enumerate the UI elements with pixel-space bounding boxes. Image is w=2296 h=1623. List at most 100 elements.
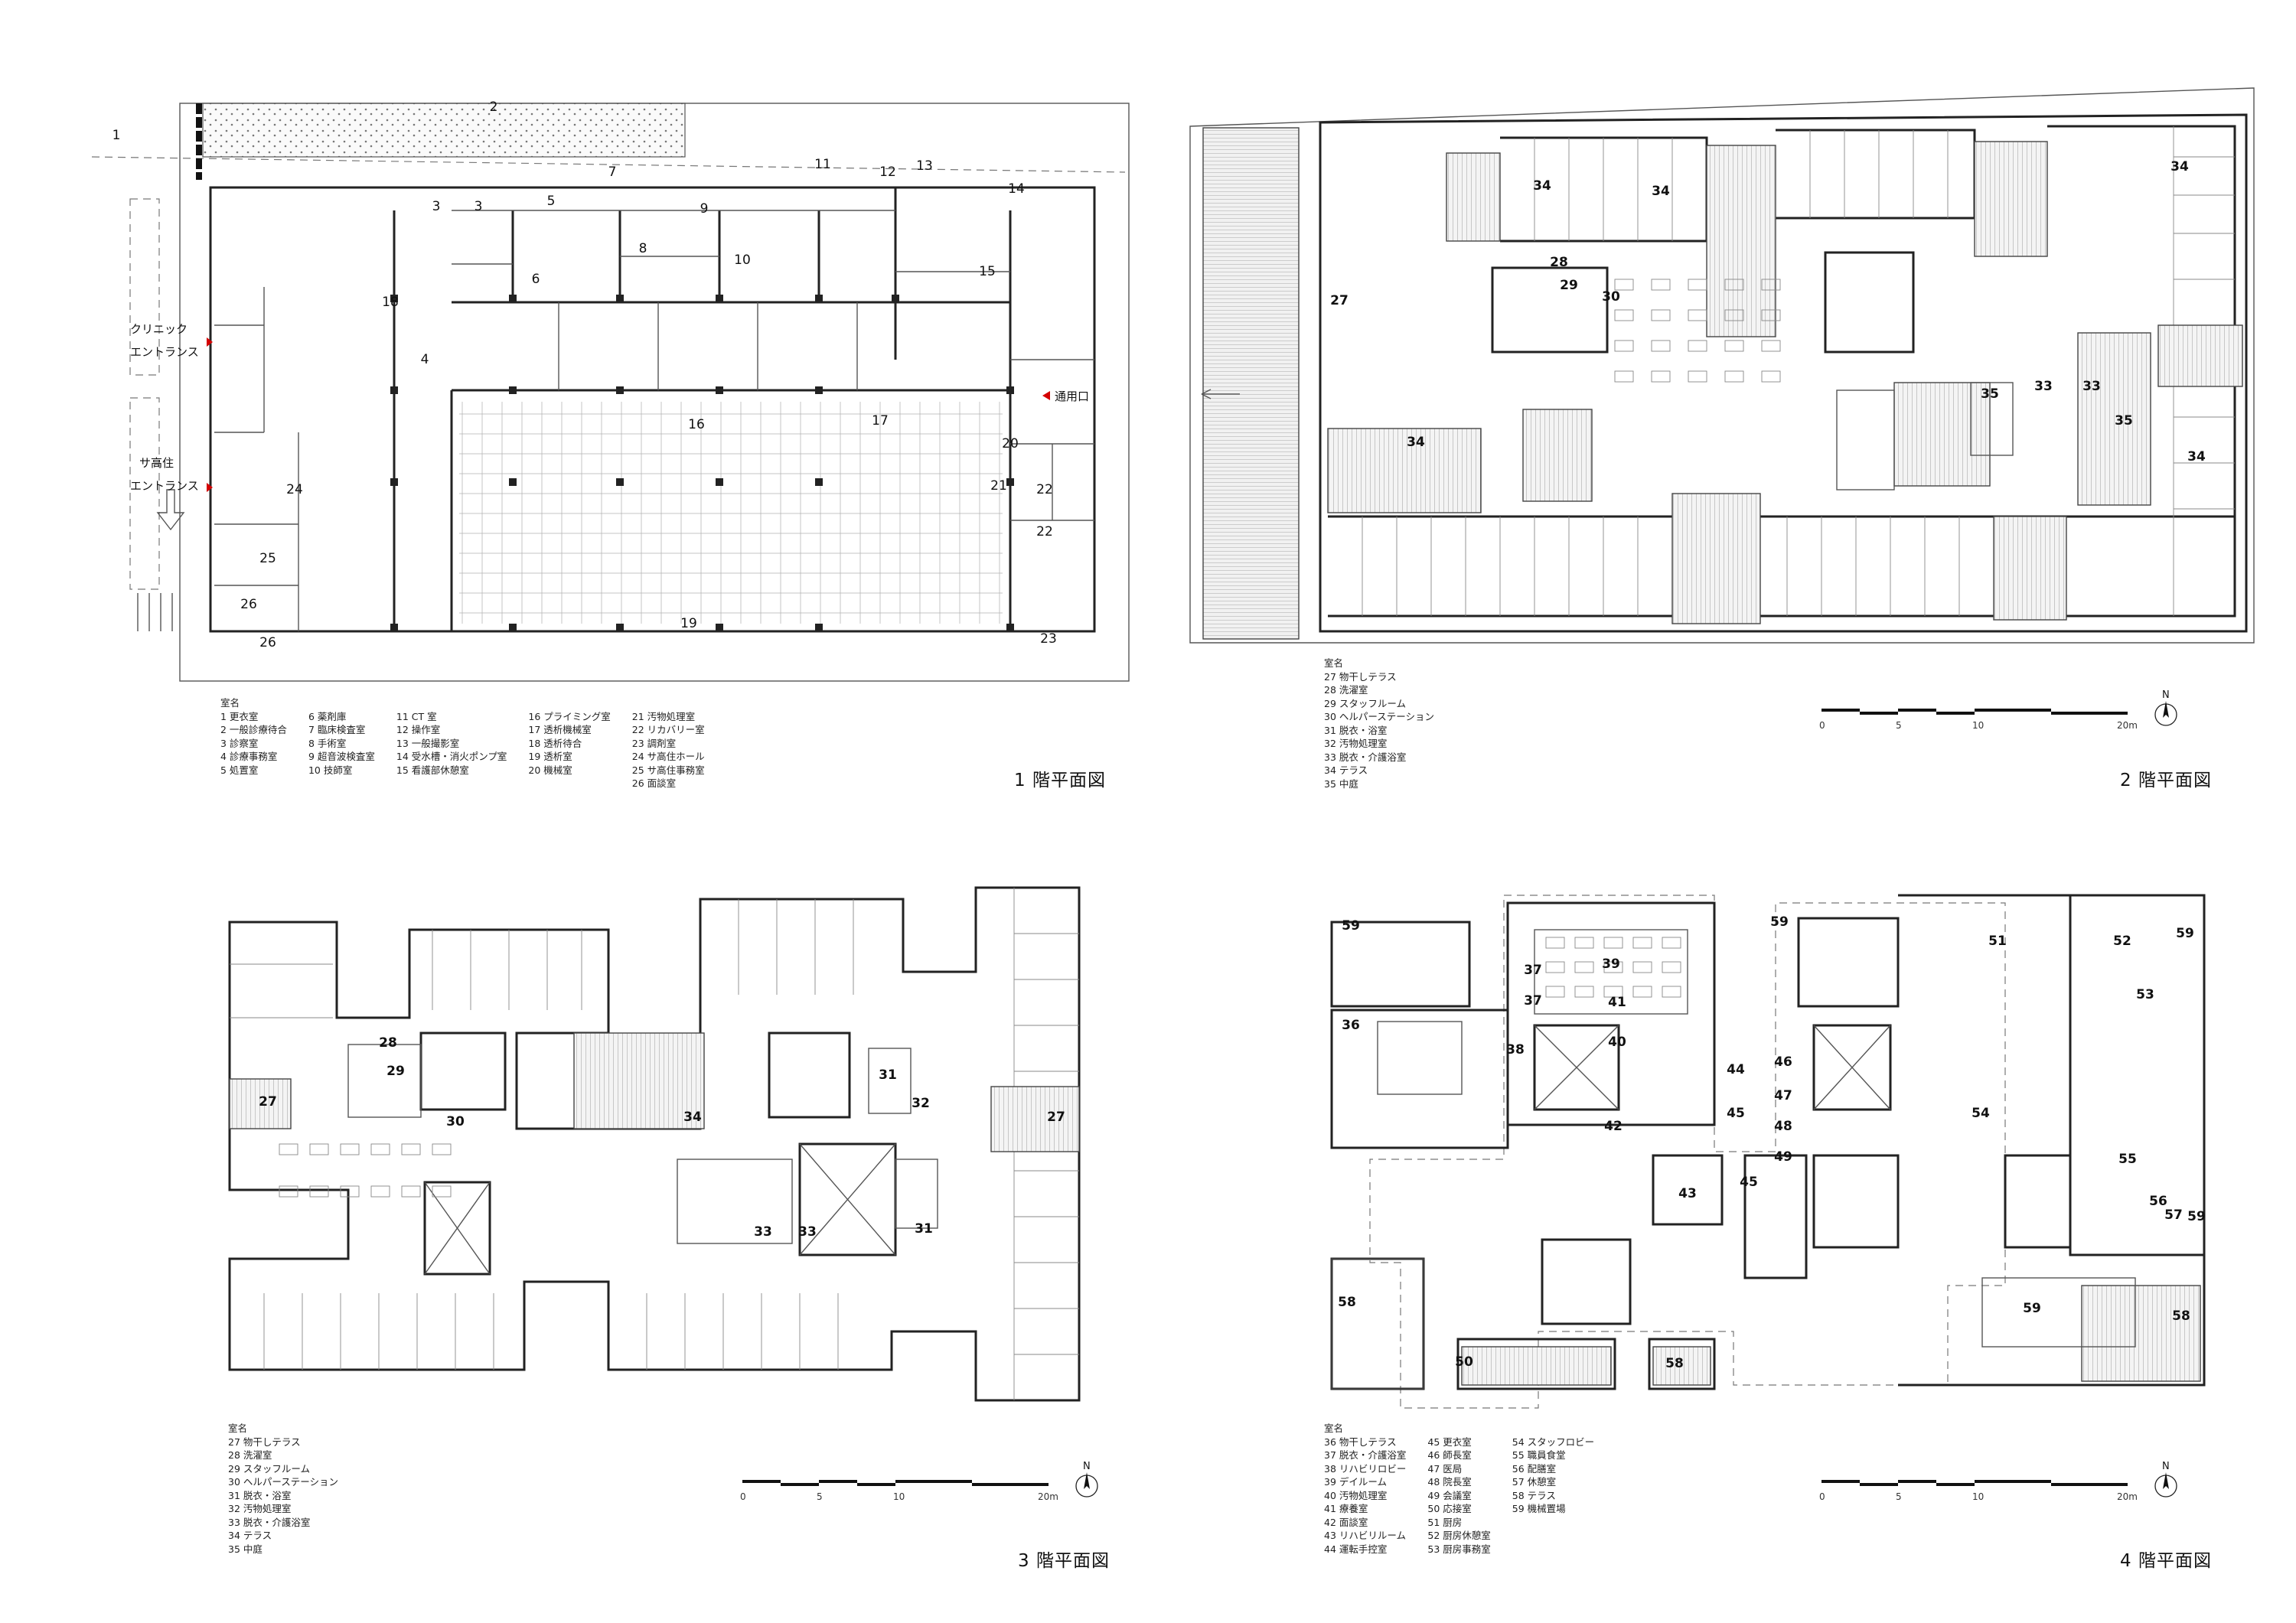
sako-entrance-label-1: サ高住 <box>139 456 174 470</box>
room-number-3: 3 <box>475 199 483 214</box>
scale-segment <box>1975 1480 2051 1483</box>
room-number-57: 57 <box>2164 1207 2183 1223</box>
service-entrance-label: 通用口 <box>1055 389 1089 403</box>
scale-tick-label: 5 <box>1896 720 1902 731</box>
room-number-22: 22 <box>1036 482 1053 497</box>
room-number-43: 43 <box>1678 1186 1697 1201</box>
table <box>309 1185 329 1198</box>
table <box>309 1143 329 1155</box>
room-number-18: 18 <box>382 295 399 310</box>
room-number-7: 7 <box>608 165 617 180</box>
terrace-34b <box>1706 145 1776 337</box>
room-number-33: 33 <box>754 1224 772 1240</box>
room-number-34: 34 <box>1533 178 1551 194</box>
room-number-35: 35 <box>1981 386 1999 402</box>
scale-segment <box>819 1480 857 1483</box>
floor-2-title: 2 階平面図 <box>2120 771 2212 790</box>
room-number-42: 42 <box>1604 1119 1623 1134</box>
room-number-45: 45 <box>1727 1106 1745 1121</box>
scale-tick-label: 0 <box>1819 720 1825 731</box>
room-number-34: 34 <box>683 1110 702 1125</box>
scale-tick-label: 0 <box>1819 1491 1825 1502</box>
room-number-34: 34 <box>1407 435 1425 450</box>
terrace-27-east <box>990 1086 1080 1152</box>
table <box>1614 370 1634 383</box>
room-number-9: 9 <box>700 201 709 217</box>
legend-item: 12 操作室 <box>396 724 441 735</box>
table <box>1688 279 1707 291</box>
table <box>1688 370 1707 383</box>
legend-header: 室名 <box>1324 1423 1344 1434</box>
scale-tick-label: 10 <box>1972 1491 1984 1502</box>
room-number-37: 37 <box>1524 993 1542 1009</box>
legend-item: 55 職員食堂 <box>1512 1449 1566 1461</box>
legend-item: 22 リカバリー室 <box>631 724 705 735</box>
legend-item: 1 更衣室 <box>220 710 259 722</box>
scale-tick-label: 20m <box>2117 1491 2138 1502</box>
table <box>1614 340 1634 352</box>
table <box>1651 340 1671 352</box>
clinic-entrance-label-1: クリニック <box>130 322 188 336</box>
room-number-25: 25 <box>259 551 276 566</box>
legend-item: 30 ヘルパーステーション <box>1324 711 1435 722</box>
table <box>340 1143 360 1155</box>
north-arrow-icon <box>2163 1472 2169 1489</box>
legend-item: 2 一般診療待合 <box>220 724 287 735</box>
table <box>1688 340 1707 352</box>
legend-item: 53 厨房事務室 <box>1427 1543 1491 1555</box>
room-number-46: 46 <box>1774 1054 1792 1070</box>
room-number-41: 41 <box>1608 995 1626 1010</box>
room-number-34: 34 <box>1652 184 1670 199</box>
legend-item: 11 CT 室 <box>396 710 437 722</box>
table <box>1603 937 1623 949</box>
legend-item: 28 洗濯室 <box>1324 684 1368 696</box>
scale-segment <box>742 1480 781 1483</box>
site-planting <box>202 103 686 158</box>
legend-header: 室名 <box>220 697 240 709</box>
table <box>401 1185 421 1198</box>
scale-tick-label: 5 <box>817 1491 823 1502</box>
legend-item: 54 スタッフロビー <box>1512 1436 1595 1448</box>
room-number-33: 33 <box>2082 379 2101 394</box>
table <box>279 1185 298 1198</box>
room-number-40: 40 <box>1608 1035 1626 1050</box>
clinic-entrance-label-2: エントランス <box>130 345 199 359</box>
room-number-59: 59 <box>2176 926 2194 941</box>
terrace-34d <box>1327 428 1482 513</box>
legend-item: 34 テラス <box>228 1530 272 1541</box>
legend-item: 59 機械置場 <box>1512 1503 1566 1514</box>
room-number-15: 15 <box>979 264 996 279</box>
room-number-38: 38 <box>1506 1042 1525 1058</box>
room-number-45: 45 <box>1740 1175 1758 1190</box>
table <box>1651 279 1671 291</box>
terrace-34f <box>1993 516 2067 621</box>
north-arrow-floor-3: N <box>1071 1458 1102 1507</box>
scale-segment <box>1821 1480 1860 1483</box>
legend-item: 44 運転手控室 <box>1324 1543 1388 1555</box>
terrace-58-east <box>2081 1285 2201 1382</box>
table <box>1603 961 1623 973</box>
room-number-33: 33 <box>798 1224 817 1240</box>
legend-item: 58 テラス <box>1512 1489 1556 1501</box>
room-number-37: 37 <box>1524 963 1542 978</box>
room-number-19: 19 <box>680 616 697 631</box>
legend-item: 23 調剤室 <box>631 737 677 749</box>
legend-item: 51 厨房 <box>1427 1516 1463 1528</box>
legend-item: 5 処置室 <box>220 764 259 776</box>
floor-4-title: 4 階平面図 <box>2120 1551 2212 1571</box>
table <box>370 1185 390 1198</box>
table <box>340 1185 360 1198</box>
table <box>1545 986 1565 998</box>
room-number-28: 28 <box>1550 255 1568 270</box>
room-number-47: 47 <box>1774 1088 1792 1103</box>
room-number-5: 5 <box>547 194 556 209</box>
